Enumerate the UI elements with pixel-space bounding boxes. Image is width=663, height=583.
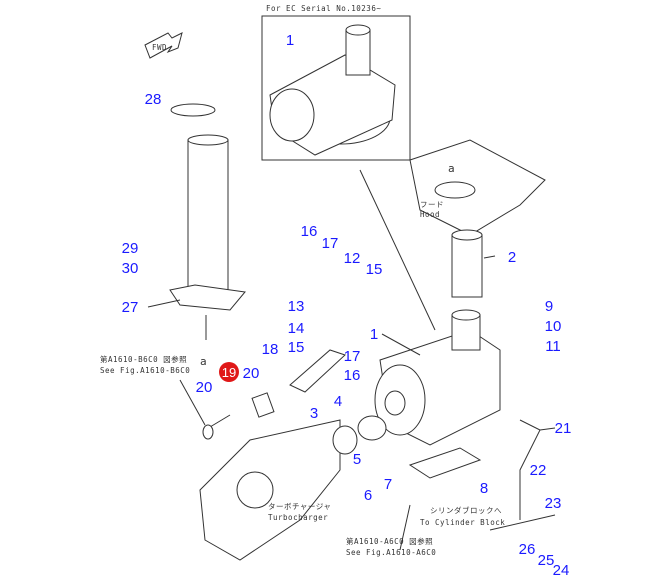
callout-16[interactable]: 16	[344, 367, 361, 384]
callout-20[interactable]: 20	[196, 379, 213, 396]
ref-a-left: a	[200, 355, 207, 368]
callout-22[interactable]: 22	[530, 462, 547, 479]
see-fig-b6c0-en: See Fig.A1610-B6C0	[100, 366, 190, 375]
callout-9[interactable]: 9	[545, 298, 553, 315]
callout-10[interactable]: 10	[545, 318, 562, 335]
muffler	[374, 309, 501, 479]
callout-4[interactable]: 4	[334, 393, 342, 410]
callout-25[interactable]: 25	[538, 552, 555, 569]
callout-17[interactable]: 17	[322, 235, 339, 252]
hood-en: Hood	[420, 210, 440, 219]
see-fig-b6c0-jp: 第A1610-B6C0 図参照	[100, 354, 187, 364]
turbo-en: Turbocharger	[268, 513, 328, 522]
hood-jp: フード	[420, 200, 444, 209]
callout-3[interactable]: 3	[310, 405, 318, 422]
leader-lines	[147, 255, 556, 551]
callout-27[interactable]: 27	[122, 299, 139, 316]
callout-20[interactable]: 20	[243, 365, 260, 382]
callout-19-highlighted[interactable]: 19	[219, 362, 239, 382]
callout-30[interactable]: 30	[122, 260, 139, 277]
callout-15[interactable]: 15	[366, 261, 383, 278]
callout-6[interactable]: 6	[364, 487, 372, 504]
callout-13[interactable]: 13	[288, 298, 305, 315]
callout-7[interactable]: 7	[384, 476, 392, 493]
callout-23[interactable]: 23	[545, 495, 562, 512]
callout-28[interactable]: 28	[145, 91, 162, 108]
svg-text:19: 19	[222, 365, 236, 380]
callout-12[interactable]: 12	[344, 250, 361, 267]
turbocharger	[199, 419, 358, 561]
fwd-arrow-icon: FWD	[144, 32, 183, 59]
cylinder-block-en: To Cylinder Block	[420, 518, 505, 527]
turbo-jp: ターボチャージャ	[268, 502, 331, 511]
see-fig-a6c0-en: See Fig.A1610-A6C0	[346, 548, 436, 557]
callout-24[interactable]: 24	[553, 562, 570, 579]
callout-18[interactable]: 18	[262, 341, 279, 358]
callout-26[interactable]: 26	[519, 541, 536, 558]
precleaner	[451, 229, 483, 298]
callout-11[interactable]: 11	[545, 338, 561, 355]
callout-8[interactable]: 8	[480, 480, 488, 497]
see-fig-a6c0-jp: 第A1610-A6C0 図参照	[346, 536, 433, 546]
inset-frame	[261, 15, 411, 161]
cylinder-block-jp: シリンダブロックへ	[430, 505, 502, 515]
hoses	[202, 349, 541, 520]
callout-16[interactable]: 16	[301, 223, 318, 240]
callout-14[interactable]: 14	[288, 320, 305, 337]
hood-frame	[359, 139, 546, 331]
stack-pipe	[169, 103, 246, 340]
callout-15[interactable]: 15	[288, 339, 305, 356]
callout-29[interactable]: 29	[122, 240, 139, 257]
callout-1[interactable]: 1	[286, 32, 294, 49]
callout-5[interactable]: 5	[353, 451, 361, 468]
svg-text:FWD: FWD	[152, 43, 167, 52]
callout-2[interactable]: 2	[508, 249, 516, 266]
callout-21[interactable]: 21	[555, 420, 572, 437]
callout-1[interactable]: 1	[370, 326, 378, 343]
serial-note: For EC Serial No.10236~	[266, 4, 381, 13]
ref-a-hood: a	[448, 162, 455, 175]
callout-17[interactable]: 17	[344, 348, 361, 365]
inset-muffler	[269, 24, 396, 156]
